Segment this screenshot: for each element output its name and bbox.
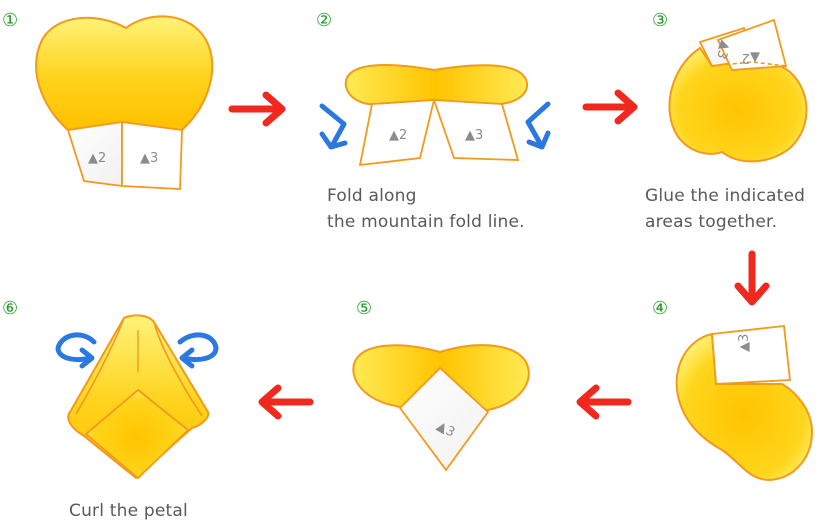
curl-arrow-icon — [55, 332, 97, 369]
tab-label-4: ▲3 — [737, 334, 752, 352]
fold-direction-arrow-icon — [525, 101, 551, 150]
curl-arrow-icon — [177, 332, 219, 369]
petal-shape — [675, 332, 814, 482]
tab-label-2a: ▲2 — [389, 128, 407, 143]
flow-arrow-icon — [582, 89, 638, 125]
caption-fold-line-2: the mountain fold line. — [327, 212, 525, 232]
step-5-illustration: ⑤ ▲3 — [352, 298, 530, 472]
glue-tab-left — [358, 99, 436, 167]
tab-label-1b: ▲3 — [140, 151, 158, 166]
tab-label-3b: ▲2 — [742, 50, 760, 65]
glue-tab-right — [716, 18, 788, 71]
step-number-6: ⑥ — [2, 298, 18, 319]
tab-label-3a: ▲3 — [713, 39, 733, 61]
mountain-fold-line — [371, 99, 503, 105]
step-number-1: ① — [2, 10, 18, 31]
fold-line — [399, 366, 489, 413]
step-number-4: ④ — [652, 298, 668, 319]
flow-arrow-icon — [258, 384, 314, 420]
caption-fold: Fold along the mountain fold line. — [327, 183, 525, 235]
fold-direction-arrow-icon — [319, 103, 348, 150]
step-number-3: ③ — [652, 10, 668, 31]
step-1-illustration: ① ▲2 ▲3 — [2, 10, 214, 190]
step-2-illustration: ② ▲2 ▲3 — [316, 10, 551, 167]
caption-glue: Glue the indicated areas together. — [645, 183, 805, 235]
petal-shape — [344, 64, 528, 106]
caption-glue-line-2: areas together. — [645, 212, 778, 232]
glue-tab — [711, 325, 791, 385]
tab-label-1a: ▲2 — [88, 151, 106, 166]
fold-line — [711, 333, 791, 385]
flow-arrow-icon — [734, 250, 770, 306]
caption-curl-line-1: Curl the petal — [69, 501, 188, 521]
step-number-5: ⑤ — [356, 298, 372, 319]
caption-curl: Curl the petal — [69, 498, 188, 524]
step-3-illustration: ③ ▲3 ▲2 — [652, 10, 808, 163]
caption-glue-line-1: Glue the indicated — [645, 186, 806, 206]
step-6-illustration: ⑥ — [2, 298, 219, 480]
caption-fold-line-1: Fold along — [327, 186, 417, 206]
fold-line — [711, 61, 787, 67]
flow-arrow-icon — [576, 384, 632, 420]
tab-label-2b: ▲3 — [465, 128, 483, 143]
flow-arrow-icon — [228, 91, 286, 127]
step-4-illustration: ④ ▲3 — [652, 298, 814, 482]
step-number-2: ② — [316, 10, 332, 31]
fold-line — [85, 388, 189, 435]
petal-shape — [35, 15, 214, 131]
mountain-fold-line — [67, 121, 183, 131]
